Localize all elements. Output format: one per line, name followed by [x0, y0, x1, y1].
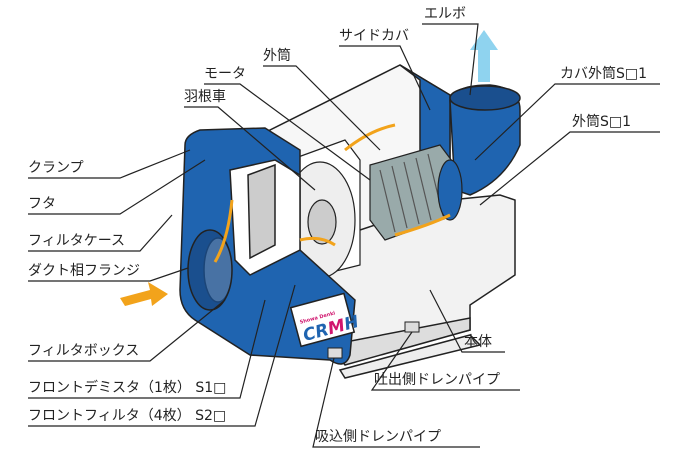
label-elbow: エルボ — [424, 6, 466, 22]
label-outer-tube: 外筒 — [263, 48, 291, 64]
label-lid: フタ — [28, 196, 56, 212]
label-impeller: 羽根車 — [184, 89, 226, 105]
label-outer-tube-s: 外筒S□1 — [572, 114, 632, 130]
discharge-drain-pipe — [404, 321, 420, 333]
filter-box — [179, 127, 356, 365]
label-duct-flange: ダクト相フランジ — [28, 263, 140, 279]
label-motor: モータ — [204, 66, 246, 82]
motor — [369, 144, 463, 241]
suction-drain-pipe — [327, 347, 343, 359]
label-side-cover: サイドカバ — [339, 28, 409, 44]
inlet-air-arrow-icon — [120, 282, 168, 306]
label-body: 本体 — [464, 334, 492, 350]
label-clamp: クランプ — [28, 160, 84, 176]
label-filter-box: フィルタボックス — [28, 343, 140, 359]
label-discharge-drain: 吐出側ドレンパイプ — [374, 372, 500, 388]
label-front-demister: フロントデミスタ（1枚） S1□ — [28, 380, 227, 396]
leader-lines — [28, 23, 660, 448]
outlet-air-arrow-icon — [470, 30, 498, 82]
label-front-filter: フロントフィルタ（4枚） S2□ — [28, 408, 227, 424]
label-suction-drain: 吸込側ドレンパイプ — [315, 429, 441, 445]
airflow-lines — [213, 123, 451, 263]
impeller — [284, 139, 361, 281]
label-filter-case: フィルタケース — [28, 233, 126, 249]
label-cover-outer-tube: カバ外筒S□1 — [560, 66, 648, 82]
